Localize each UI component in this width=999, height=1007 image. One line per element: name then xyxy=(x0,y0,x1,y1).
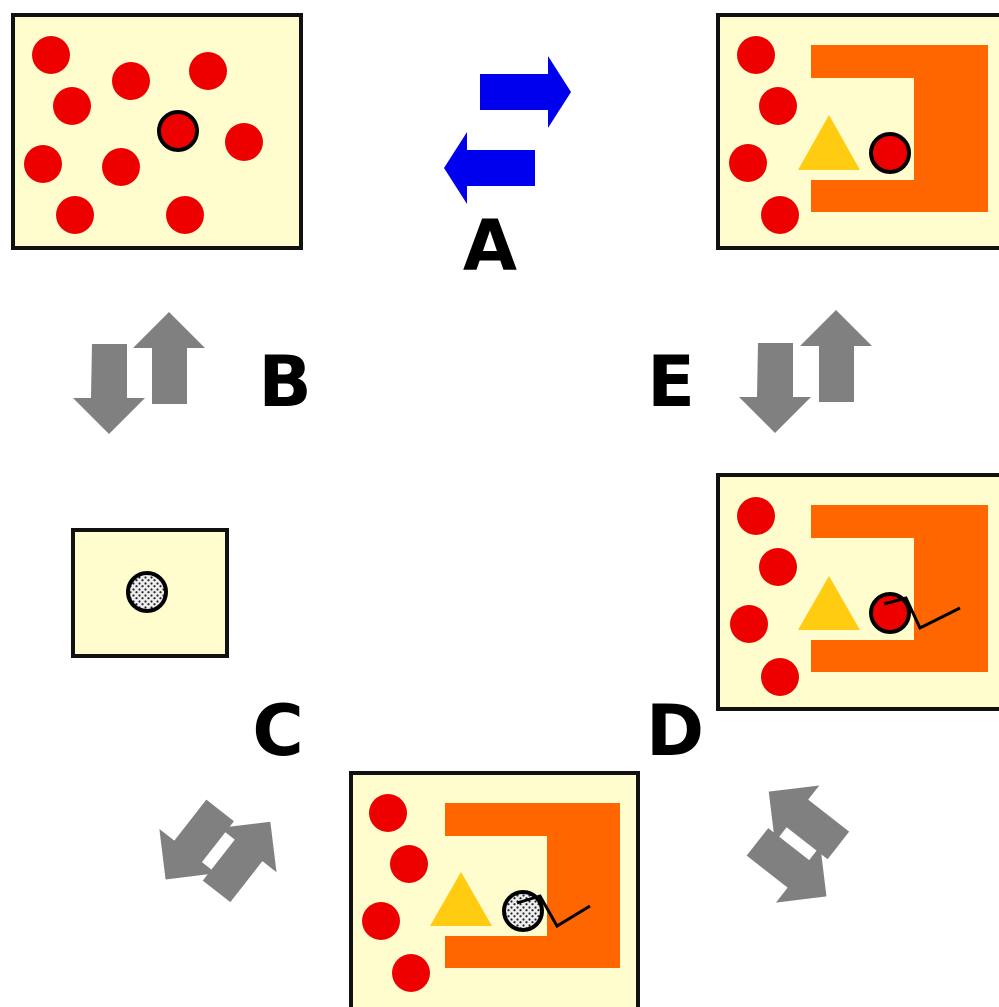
blue-double-arrow-icon xyxy=(444,56,571,204)
chain-tail xyxy=(516,894,591,929)
step-label-b: B xyxy=(258,341,311,423)
red-ball xyxy=(32,36,70,74)
chain-tail xyxy=(883,596,961,631)
red-ball xyxy=(189,52,227,90)
yellow-triangle-icon xyxy=(798,576,860,630)
step-label-d: D xyxy=(646,690,704,772)
step-label-e: E xyxy=(647,341,695,423)
red-ball xyxy=(369,794,407,832)
red-ball xyxy=(390,845,428,883)
dotted-ball xyxy=(126,571,168,613)
orange-c-shape-icon xyxy=(811,45,988,212)
dotted-ball-bound xyxy=(502,890,544,932)
red-ball xyxy=(53,87,91,125)
yellow-triangle-icon xyxy=(430,872,492,926)
red-ball xyxy=(166,196,204,234)
red-ball xyxy=(759,87,797,125)
red-ball xyxy=(112,62,150,100)
red-ball xyxy=(761,658,799,696)
step-label-a: A xyxy=(463,205,517,287)
red-ball xyxy=(737,497,775,535)
red-ball xyxy=(24,145,62,183)
red-ball xyxy=(737,36,775,74)
gray-double-arrow-icon xyxy=(746,785,850,903)
red-ball-bound xyxy=(869,132,911,174)
yellow-triangle-icon xyxy=(798,115,860,170)
panel-free-ligands xyxy=(11,13,303,250)
red-ball xyxy=(729,144,767,182)
panel-ligand-docking xyxy=(716,13,999,250)
panel-particle-bound xyxy=(349,771,640,1007)
panel-single-particle xyxy=(71,528,229,658)
red-ball xyxy=(759,548,797,586)
step-label-c: C xyxy=(252,690,303,772)
panel-ligand-bound xyxy=(716,473,999,711)
red-ball xyxy=(362,902,400,940)
gray-double-arrow-icon xyxy=(739,310,872,433)
red-ball xyxy=(730,605,768,643)
red-ball-bound xyxy=(869,592,911,634)
red-ball xyxy=(56,196,94,234)
gray-double-arrow-icon xyxy=(73,312,205,434)
red-ball xyxy=(102,148,140,186)
red-ball xyxy=(761,196,799,234)
red-ball xyxy=(392,954,430,992)
orange-c-shape-icon xyxy=(445,803,620,968)
gray-double-arrow-icon xyxy=(159,799,277,903)
red-ball xyxy=(225,123,263,161)
orange-c-shape-icon xyxy=(811,505,988,672)
red-ball-highlighted xyxy=(157,110,199,152)
